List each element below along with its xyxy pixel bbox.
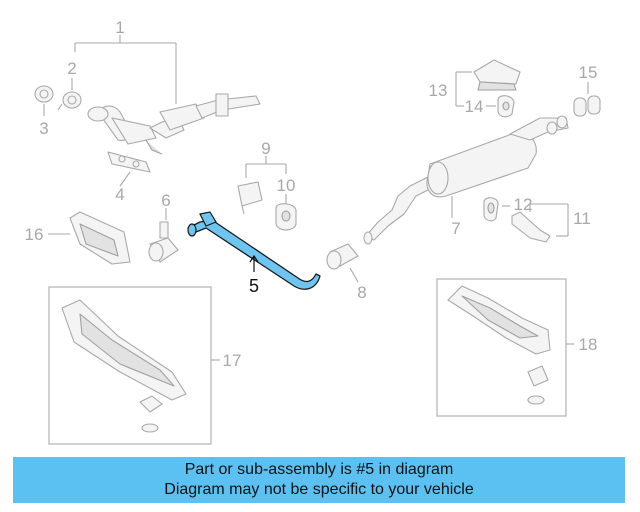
callout-16: 16 [25, 225, 44, 244]
part-4-bracket[interactable] [107, 151, 151, 173]
callout-13: 13 [429, 81, 448, 100]
part-11-bracket[interactable] [511, 211, 551, 243]
part-16-heat-shield[interactable] [69, 211, 131, 265]
callout-3: 3 [39, 119, 48, 138]
part-6-clamp[interactable] [148, 221, 179, 263]
callout-4: 4 [115, 185, 124, 204]
part-15-exhaust-tips[interactable] [573, 95, 601, 117]
part-12-hanger-insulator[interactable] [483, 197, 499, 222]
part-14-hanger[interactable] [497, 95, 515, 118]
callout-17: 17 [223, 351, 242, 370]
part-13-heat-shield[interactable] [473, 59, 521, 91]
callout-7: 7 [451, 219, 460, 238]
part-9-hanger[interactable] [237, 181, 263, 215]
detail-box-17[interactable] [48, 286, 212, 445]
callout-18: 18 [579, 335, 598, 354]
callout-11: 11 [573, 209, 591, 228]
banner-line-part: Part or sub-assembly is #5 in diagram [184, 461, 454, 478]
callout-8: 8 [357, 283, 366, 302]
callout-1: 1 [115, 18, 124, 37]
part-5-intermediate-pipe[interactable] [187, 211, 321, 290]
part-10-hanger[interactable] [275, 203, 297, 231]
part-2-clamp[interactable] [57, 91, 82, 111]
callout-5[interactable]: 5 [249, 276, 259, 296]
callout-9: 9 [261, 139, 270, 158]
part-5-leader [249, 254, 259, 272]
part-3-gasket[interactable] [34, 85, 54, 103]
part-info-banner: Part or sub-assembly is #5 in diagram Di… [13, 457, 625, 503]
callout-2: 2 [67, 59, 76, 78]
callout-15: 15 [579, 63, 598, 82]
callout-6: 6 [161, 191, 170, 210]
detail-box-18[interactable] [436, 278, 567, 417]
part-1-front-pipe-catalyst[interactable] [87, 93, 261, 155]
part-8-clamp[interactable] [326, 243, 359, 270]
callout-12: 12 [514, 195, 533, 214]
banner-line-disclaimer: Diagram may not be specific to your vehi… [164, 481, 474, 498]
callout-10: 10 [277, 176, 296, 195]
callout-14: 14 [465, 97, 484, 116]
part-7-rear-muffler[interactable] [363, 115, 569, 245]
